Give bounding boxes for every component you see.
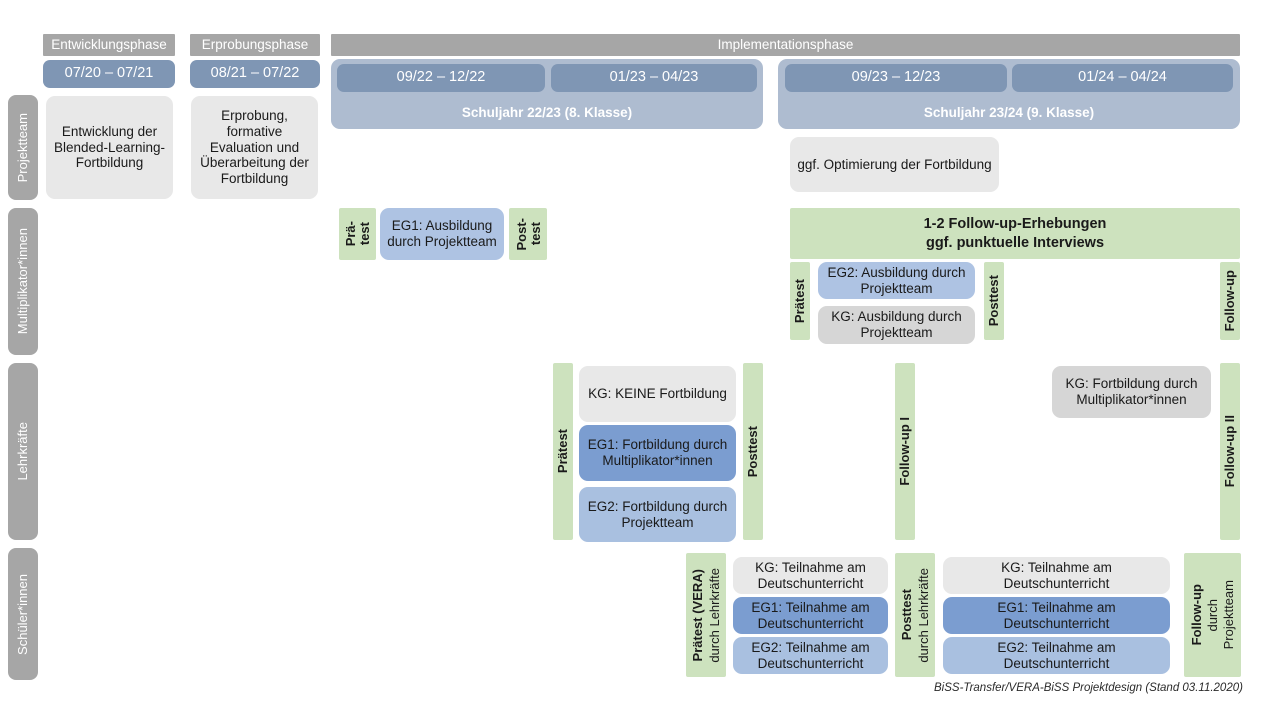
posttest-sub-label: durch Lehrkräfte (915, 567, 931, 663)
followup-banner-line1: 1-2 Follow-up-Erhebungen (923, 216, 1107, 233)
phase-header-entwicklungsphase: Entwicklungsphase (43, 34, 175, 56)
lehrkraefte-posttest: Posttest (743, 363, 763, 540)
followup-sub-label-1: durch (1204, 598, 1220, 632)
date-chip-label: 08/21 – 07/22 (210, 65, 300, 82)
box-label: EG1: Fortbildung durch Multiplikator*inn… (587, 437, 728, 468)
multiplikatoren-posttest-2: Posttest (984, 262, 1004, 340)
box-label: EG1: Teilnahme am Deutschunterricht (751, 599, 870, 631)
posttest-line1: Post- (513, 217, 529, 251)
projektteam-erprobung-box: Erprobung, formative Evaluation und Über… (191, 96, 318, 199)
schueler-followup: Follow-up durch Projektteam (1184, 553, 1241, 677)
posttest-line2: test (527, 222, 543, 246)
phase-header-implementationsphase: Implementationsphase (331, 34, 1240, 56)
phase-header-label: Erprobungsphase (201, 37, 309, 53)
box-label: Erprobung, formative Evaluation und Über… (200, 107, 309, 187)
phase-header-label: Implementationsphase (717, 37, 854, 53)
schooljahr-label-2324: Schuljahr 23/24 (9. Klasse) (778, 95, 1240, 129)
date-chip-label: 09/23 – 12/23 (851, 69, 941, 86)
projektteam-optimierung-box: ggf. Optimierung der Fortbildung (790, 137, 999, 192)
box-label: ggf. Optimierung der Fortbildung (797, 156, 992, 172)
lehrkraefte-eg1-box: EG1: Fortbildung durch Multiplikator*inn… (579, 425, 736, 481)
role-label-projektteam: Projektteam (8, 95, 38, 200)
schooljahr-container-2324: 09/23 – 12/23 01/24 – 04/24 Schuljahr 23… (778, 59, 1240, 129)
role-label-multiplikatorinnen: Multiplikator*innen (8, 208, 38, 355)
schueler-praetest-vera: Prätest (VERA) durch Lehrkräfte (686, 553, 726, 677)
phase-header-label: Entwicklungsphase (51, 37, 167, 53)
multiplikatoren-praetest-1: Prä- test (339, 208, 376, 260)
multiplikatoren-followup: Follow-up (1220, 262, 1240, 340)
followup-label: Follow-up (1222, 270, 1238, 332)
date-chip-0923-1223: 09/23 – 12/23 (785, 64, 1007, 92)
box-label: KG: Ausbildung durch Projektteam (831, 309, 962, 340)
box-label: EG2: Teilnahme am Deutschunterricht (751, 639, 870, 671)
posttest-label: Posttest (745, 425, 761, 478)
followup-main-label: Follow-up (1188, 584, 1204, 646)
followup-sub-label-2: Projektteam (1221, 580, 1237, 650)
role-label-lehrkraefte: Lehrkräfte (8, 363, 38, 540)
schueler-posttest: Posttest durch Lehrkräfte (895, 553, 935, 677)
praetest-main-label: Prätest (VERA) (690, 568, 706, 662)
schueler-kg-box-2: KG: Teilnahme am Deutschunterricht (943, 557, 1170, 594)
phase-header-erprobungsphase: Erprobungsphase (190, 34, 320, 56)
multiplikatoren-followup-banner: 1-2 Follow-up-Erhebungen ggf. punktuelle… (790, 208, 1240, 259)
box-label: EG2: Fortbildung durch Projektteam (587, 498, 728, 530)
multiplikatoren-kg-box: KG: Ausbildung durch Projektteam (818, 306, 975, 344)
date-chip-0124-0424: 01/24 – 04/24 (1012, 64, 1233, 92)
footer-credit-text: BiSS-Transfer/VERA-BiSS Projektdesign (S… (934, 682, 1243, 694)
date-chip-label: 01/24 – 04/24 (1078, 69, 1167, 86)
box-label: EG2: Teilnahme am Deutschunterricht (997, 639, 1116, 671)
schueler-eg1-box-1: EG1: Teilnahme am Deutschunterricht (733, 597, 888, 634)
followup-label: Follow-up I (897, 417, 913, 486)
box-label: EG1: Ausbildung durch Projektteam (387, 218, 497, 249)
schueler-eg1-box-2: EG1: Teilnahme am Deutschunterricht (943, 597, 1170, 634)
multiplikatoren-eg1-box: EG1: Ausbildung durch Projektteam (380, 208, 504, 260)
role-label-text: Schüler*innen (15, 573, 31, 655)
multiplikatoren-praetest-2: Prätest (790, 262, 810, 340)
date-chip-erprobungsphase: 08/21 – 07/22 (190, 60, 320, 88)
praetest-sub-label: durch Lehrkräfte (706, 567, 722, 663)
posttest-label: Posttest (986, 275, 1002, 327)
praetest-label: Prätest (792, 278, 808, 324)
date-chip-0123-0423: 01/23 – 04/23 (551, 64, 757, 92)
projektteam-entwicklung-box: Entwicklung der Blended-Learning-Fortbil… (46, 96, 173, 199)
lehrkraefte-praetest: Prätest (553, 363, 573, 540)
praetest-label: Prätest (555, 429, 571, 474)
role-label-text: Multiplikator*innen (15, 228, 31, 335)
date-chip-entwicklungsphase: 07/20 – 07/21 (43, 60, 175, 88)
lehrkraefte-kg-fortbildung-box: KG: Fortbildung durch Multiplikator*inne… (1052, 366, 1211, 418)
box-label: KG: Teilnahme am Deutschunterricht (1001, 559, 1112, 591)
box-label: Entwicklung der Blended-Learning-Fortbil… (53, 123, 166, 171)
date-chip-0922-1222: 09/22 – 12/22 (337, 64, 545, 92)
followup-label: Follow-up II (1222, 415, 1238, 488)
footer-credit: BiSS-Transfer/VERA-BiSS Projektdesign (S… (934, 682, 1243, 694)
schooljahr-container-2223: 09/22 – 12/22 01/23 – 04/23 Schuljahr 22… (331, 59, 763, 129)
schooljahr-label-text: Schuljahr 22/23 (8. Klasse) (461, 104, 633, 120)
date-chip-label: 09/22 – 12/22 (396, 69, 486, 86)
schueler-kg-box-1: KG: Teilnahme am Deutschunterricht (733, 557, 888, 594)
role-label-text: Projektteam (15, 112, 31, 183)
box-label: EG2: Ausbildung durch Projektteam (827, 264, 966, 296)
schueler-eg2-box-1: EG2: Teilnahme am Deutschunterricht (733, 637, 888, 674)
multiplikatoren-eg2-box: EG2: Ausbildung durch Projektteam (818, 262, 975, 299)
praetest-line2: test (357, 222, 372, 246)
box-label: KG: Teilnahme am Deutschunterricht (755, 559, 866, 591)
followup-banner-line2: ggf. punktuelle Interviews (925, 234, 1105, 251)
praetest-line1: Prä- (343, 221, 358, 247)
schueler-eg2-box-2: EG2: Teilnahme am Deutschunterricht (943, 637, 1170, 674)
box-label: KG: Fortbildung durch Multiplikator*inne… (1065, 376, 1198, 407)
role-label-text: Lehrkräfte (15, 422, 31, 481)
lehrkraefte-eg2-box: EG2: Fortbildung durch Projektteam (579, 487, 736, 542)
role-label-schuelerinnen: Schüler*innen (8, 548, 38, 680)
date-chip-label: 07/20 – 07/21 (64, 65, 154, 82)
lehrkraefte-followup-2: Follow-up II (1220, 363, 1240, 540)
schooljahr-label-text: Schuljahr 23/24 (9. Klasse) (923, 104, 1095, 120)
lehrkraefte-kg-keine-box: KG: KEINE Fortbildung (579, 366, 736, 422)
box-label: EG1: Teilnahme am Deutschunterricht (997, 599, 1116, 631)
schooljahr-label-2223: Schuljahr 22/23 (8. Klasse) (331, 95, 763, 129)
multiplikatoren-posttest-1: Post- test (509, 208, 547, 260)
box-label: KG: KEINE Fortbildung (588, 386, 727, 402)
lehrkraefte-followup-1: Follow-up I (895, 363, 915, 540)
date-chip-label: 01/23 – 04/23 (609, 69, 699, 86)
posttest-main-label: Posttest (899, 589, 915, 641)
